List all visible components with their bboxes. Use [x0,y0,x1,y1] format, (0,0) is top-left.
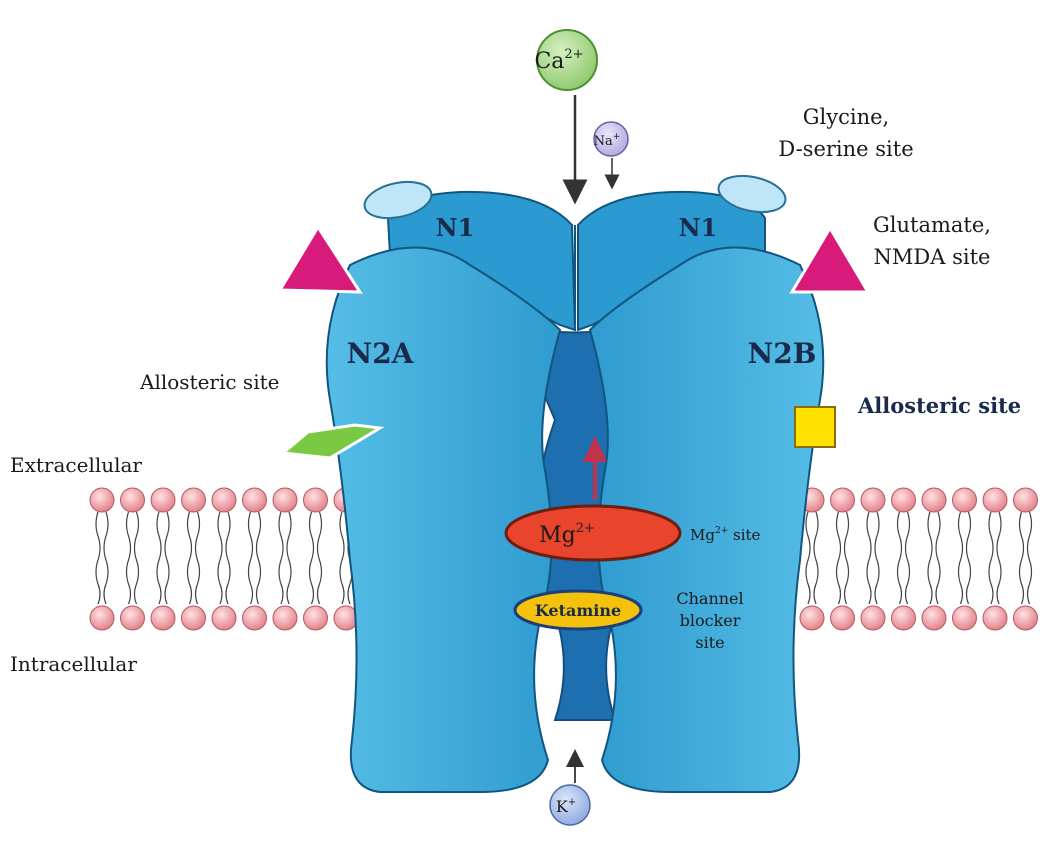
lipid-head [242,487,267,513]
allosteric-site-right [794,406,836,448]
lipid-tail [866,511,880,605]
lipid-head [303,487,328,513]
glutamate-site-left [277,224,363,294]
lipid-head [860,487,886,513]
lipid-tail [217,511,231,605]
lipid-head [982,605,1008,631]
lipid-head [303,605,328,631]
lipid-head [120,487,145,513]
magnesium-ion [504,504,682,562]
allosteric-site-right-label: Allosteric site [857,393,1021,418]
lipid-tail [247,511,262,605]
n1-right-label: N1 [679,213,718,242]
magnesium-label: Mg2+ [539,521,595,548]
mg-site-label: Mg2+ site [690,526,761,544]
lipid-head [272,605,298,631]
channel-blocker-label-line2: blocker [680,611,741,630]
channel-blocker-label-line1: Channel [676,589,743,608]
ketamine-molecule [513,589,643,631]
intracellular-label: Intracellular [10,652,137,676]
lipid-tail [835,511,850,605]
sodium-ion [593,121,629,157]
glutamate-site-right [789,225,871,294]
lipid-head [150,605,176,631]
allosteric-site-left-label: Allosteric site [139,370,279,394]
lipid-head [150,487,176,513]
glutamate-site-label-line2: NMDA site [874,245,991,269]
lipid-head [181,487,206,513]
glycine-site-label-line1: Glycine, [803,105,889,129]
lipid-tail [988,511,1002,605]
extracellular-label: Extracellular [10,453,142,477]
lipid-tail [896,511,911,605]
lipid-head [830,605,855,631]
lipid-tail [805,511,819,605]
lipid-head [860,605,886,631]
lipid-head [89,605,115,631]
n2a-subunit [325,246,562,793]
lipid-head [89,487,115,513]
n2b-subunit [588,246,825,793]
lipid-head [952,605,977,631]
calcium-label: Ca2+ [534,47,583,74]
lipid-head [799,605,825,631]
n2b-label: N2B [748,337,817,370]
glycine-site-right [717,174,787,214]
lipid-head [891,605,916,631]
lipid-tail [95,511,109,605]
channel-blocker-label-line3: site [695,633,724,652]
lipid-tail [1018,511,1033,605]
lipid-tail [125,511,140,605]
glycine-site-left [363,180,433,220]
lipid-head [891,487,916,513]
calcium-ion [536,29,598,91]
lipid-head [982,487,1008,513]
lipid-head [120,605,145,631]
n2a-label: N2A [347,337,415,370]
lipid-tail [957,511,972,605]
n1-left-label: N1 [436,213,475,242]
glycine-site-label-line2: D-serine site [778,137,913,161]
lipid-head [921,605,947,631]
lipid-tail [308,511,323,605]
lipid-head [211,605,237,631]
lipid-head [1013,487,1038,513]
allosteric-site-left [279,423,385,460]
glutamate-site-label-line1: Glutamate, [873,213,991,237]
lipid-tail [927,511,941,605]
potassium-label: K+ [556,797,576,816]
lipid-head [272,487,298,513]
lipid-head [211,487,237,513]
ketamine-label: Ketamine [535,601,621,620]
potassium-ion [549,784,591,826]
lipid-head [242,605,267,631]
lipid-tail [156,511,170,605]
lipid-tail [186,511,201,605]
lipid-head [921,487,947,513]
pore-up-arrow-head [583,436,607,462]
lipid-tail [278,511,292,605]
lipid-head [830,487,855,513]
lipid-head [1013,605,1038,631]
lipid-head [952,487,977,513]
sodium-label: Na+ [594,132,621,149]
lipid-head [181,605,206,631]
